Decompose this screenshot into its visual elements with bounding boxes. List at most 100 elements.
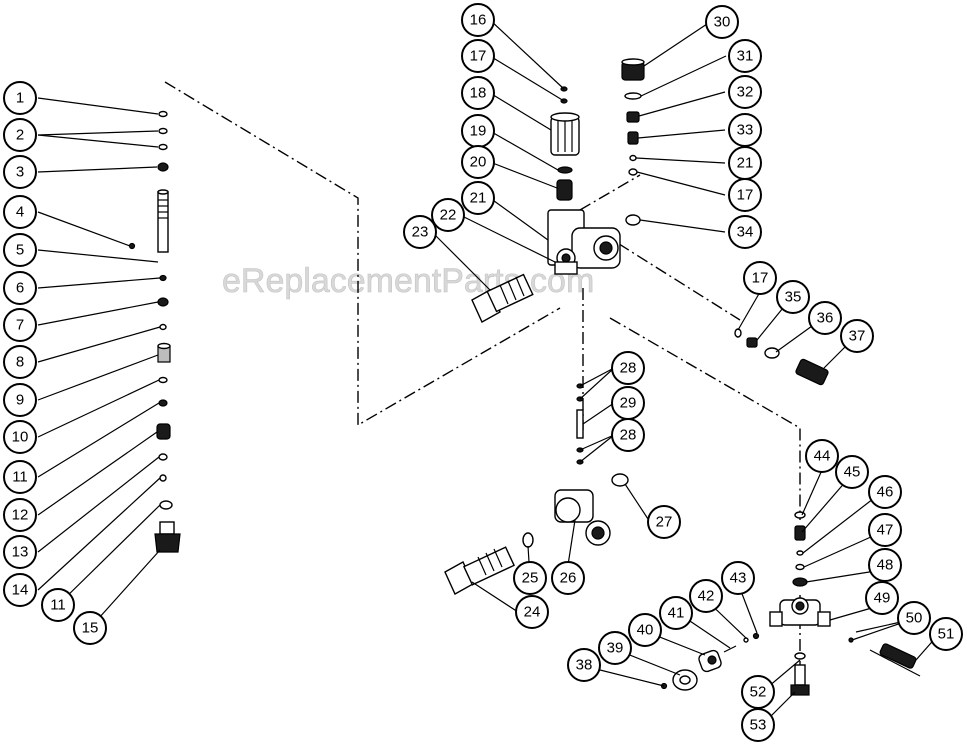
callout-27: 27 (647, 505, 681, 539)
callout-circle (3, 308, 37, 342)
callout-40: 40 (628, 613, 662, 647)
callout-number: 22 (440, 207, 457, 224)
callout-circle (551, 561, 585, 595)
callout-number: 20 (470, 154, 487, 171)
callout-5: 5 (3, 233, 37, 267)
callout-circle (897, 601, 931, 635)
callout-number: 21 (737, 155, 754, 172)
leader-lines (37, 19, 939, 726)
callout-number: 46 (877, 484, 894, 501)
callout-39: 39 (598, 631, 632, 665)
callout-11: 11 (3, 460, 37, 494)
callout-number: 31 (737, 48, 754, 65)
callout-17: 17 (743, 261, 777, 295)
callout-number: 15 (82, 620, 99, 637)
callout-37: 37 (840, 319, 874, 353)
callout-number: 17 (752, 270, 769, 287)
callout-circle (3, 573, 37, 607)
callout-circle (647, 505, 681, 539)
callout-13: 13 (3, 535, 37, 569)
callout-number: 16 (470, 12, 487, 29)
callout-number: 49 (874, 590, 891, 607)
callout-number: 19 (470, 123, 487, 140)
callout-number: 41 (668, 605, 685, 622)
callout-18: 18 (461, 76, 495, 110)
callout-34: 34 (728, 215, 762, 249)
callout-circle (728, 75, 762, 109)
lower-right-parts (660, 511, 921, 696)
callout-number: 30 (714, 14, 731, 31)
callout-circle (3, 383, 37, 417)
callout-circle (929, 617, 963, 651)
callout-number: 51 (938, 626, 955, 643)
callout-28: 28 (611, 351, 645, 385)
callout-21: 21 (461, 181, 495, 215)
callout-16: 16 (461, 3, 495, 37)
callout-number: 8 (16, 354, 24, 371)
callout-number: 24 (524, 604, 541, 621)
callout-number: 7 (16, 317, 24, 334)
callout-circle (461, 181, 495, 215)
callout-29: 29 (611, 386, 645, 420)
callout-circle (611, 418, 645, 452)
callout-circle (461, 3, 495, 37)
callout-4: 4 (3, 195, 37, 229)
callout-number: 35 (785, 289, 802, 306)
callout-circle (808, 301, 842, 335)
callout-number: 28 (620, 427, 637, 444)
callout-10: 10 (3, 420, 37, 454)
callout-circle (705, 5, 739, 39)
callout-bubbles: 1234567891011121314111516171819202122232… (3, 3, 963, 742)
callout-number: 44 (814, 448, 831, 465)
callout-number: 43 (730, 570, 747, 587)
callout-2: 2 (3, 118, 37, 152)
callout-circle (835, 455, 869, 489)
callout-28: 28 (611, 418, 645, 452)
callout-circle (741, 708, 775, 742)
callout-circle (865, 581, 899, 615)
callout-35: 35 (776, 280, 810, 314)
callout-number: 13 (12, 544, 29, 561)
callout-number: 11 (50, 597, 66, 614)
callout-circle (868, 548, 902, 582)
callout-49: 49 (865, 581, 899, 615)
callout-circle (868, 475, 902, 509)
callout-number: 39 (607, 640, 624, 657)
callout-44: 44 (805, 439, 839, 473)
callout-number: 17 (470, 48, 487, 65)
callout-number: 12 (12, 507, 29, 524)
callout-22: 22 (431, 198, 465, 232)
callout-circle (728, 178, 762, 212)
callout-41: 41 (659, 596, 693, 630)
callout-36: 36 (808, 301, 842, 335)
callout-number: 33 (737, 122, 754, 139)
callout-number: 1 (16, 90, 24, 107)
callout-circle (3, 118, 37, 152)
callout-3: 3 (3, 155, 37, 189)
callout-31: 31 (728, 39, 762, 73)
callout-number: 45 (844, 464, 861, 481)
callout-circle (721, 561, 755, 595)
watermark-text: eReplacementParts.com (222, 262, 594, 300)
callout-24: 24 (515, 595, 549, 629)
callout-number: 48 (877, 557, 894, 574)
callout-53: 53 (741, 708, 775, 742)
callout-9: 9 (3, 383, 37, 417)
callout-number: 50 (906, 610, 923, 627)
callout-circle (743, 261, 777, 295)
callout-8: 8 (3, 345, 37, 379)
callout-number: 34 (737, 224, 754, 241)
callout-11: 11 (41, 588, 75, 622)
callout-46: 46 (868, 475, 902, 509)
callout-circle (461, 39, 495, 73)
left-parts-stack (128, 110, 181, 553)
callout-circle (515, 595, 549, 629)
callout-circle (41, 588, 75, 622)
callout-circle (689, 579, 723, 613)
callout-number: 11 (12, 469, 28, 486)
callout-circle (776, 280, 810, 314)
callout-number: 26 (560, 570, 577, 587)
callout-number: 36 (817, 310, 834, 327)
callout-1: 1 (3, 81, 37, 115)
